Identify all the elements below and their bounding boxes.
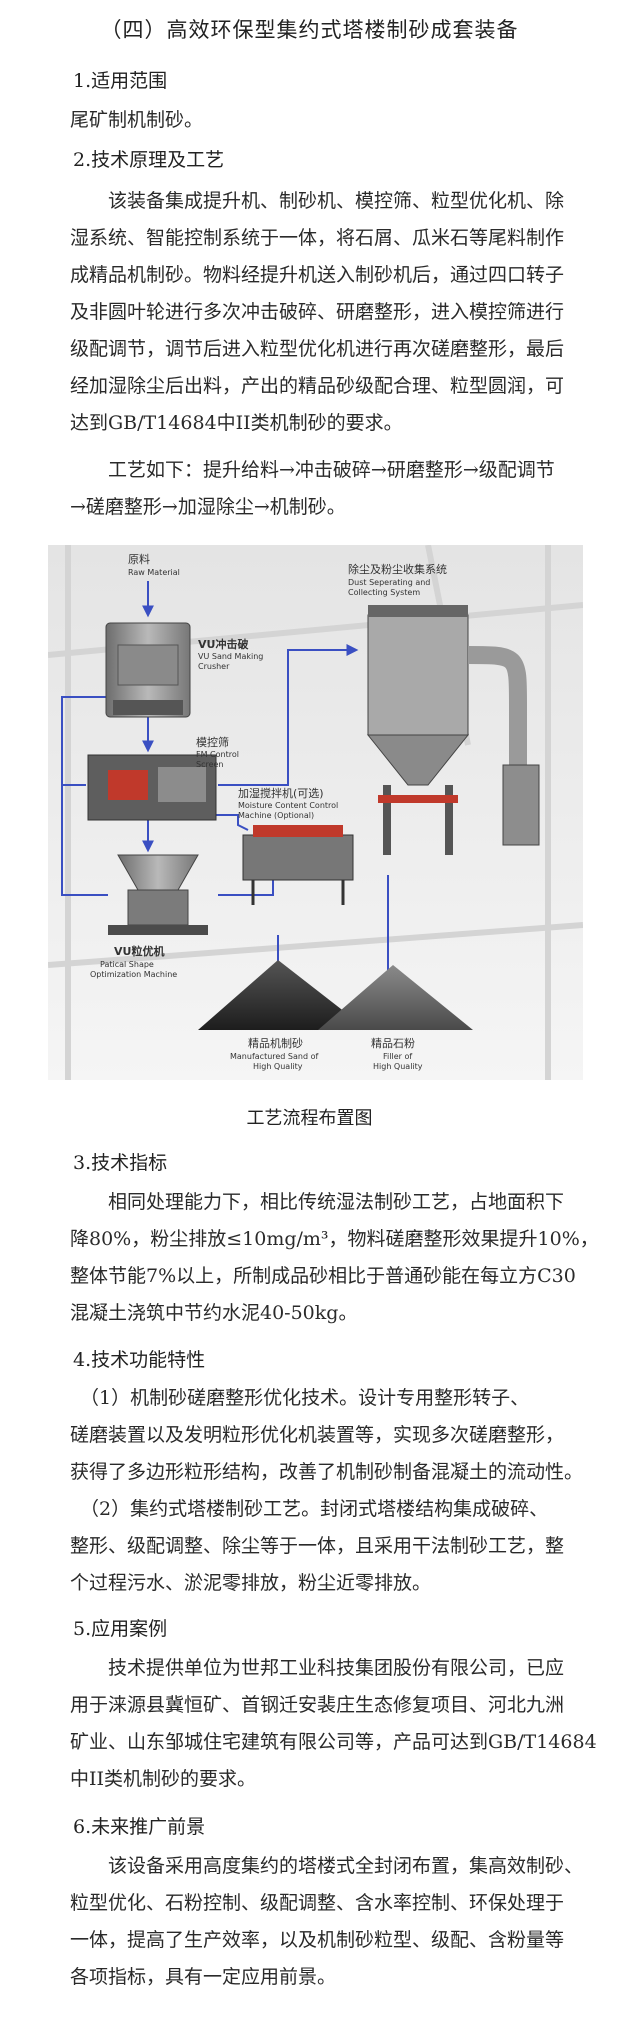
vu-crusher bbox=[105, 622, 191, 718]
text-line: 一体，提高了生产效率，以及机制砂粒型、级配、含粉量等 bbox=[70, 1929, 565, 1951]
text-line: 降80%，粉尘排放≤10mg/m³，物料磋磨整形效果提升10%， bbox=[70, 1228, 599, 1250]
label-fm-cn: 模控筛 bbox=[196, 735, 229, 749]
paragraph-cases: 技术提供单位为世邦工业科技集团股份有限公司，已应 用于涞源县冀恒矿、首钢迁安裴庄… bbox=[70, 1650, 600, 1798]
text-line: 获得了多边形粒形结构，改善了机制砂制备混凝土的流动性。 bbox=[70, 1461, 584, 1483]
vu-optimization-machine bbox=[108, 854, 208, 935]
label-dust-cn: 除尘及粉尘收集系统 bbox=[348, 562, 447, 576]
text-line: 达到GB/T14684中II类机制砂的要求。 bbox=[70, 412, 403, 434]
text-line: （1）机制砂磋磨整形优化技术。设计专用整形转子、 bbox=[80, 1387, 530, 1409]
heading-prospects: 6.未来推广前景 bbox=[73, 1816, 206, 1838]
label-filler-cn: 精品石粉 bbox=[371, 1037, 415, 1050]
label-opt-cn: VU粒优机 bbox=[114, 944, 164, 958]
text-line: 相同处理能力下，相比传统湿法制砂工艺，占地面积下 bbox=[108, 1191, 565, 1213]
fm-screen bbox=[87, 754, 217, 821]
text-line: 湿系统、智能控制系统于一体，将石屑、瓜米石等尾料制作 bbox=[70, 227, 565, 249]
label-raw-en: Raw Material bbox=[128, 568, 180, 577]
heading-cases: 5.应用案例 bbox=[73, 1618, 168, 1640]
label-moist-cn: 加湿搅拌机(可选) bbox=[238, 786, 324, 800]
label-fm-en1: FM Control bbox=[196, 750, 239, 759]
figure-caption: 工艺流程布置图 bbox=[246, 1108, 373, 1129]
text-line: 混凝土浇筑中节约水泥40-50kg。 bbox=[70, 1302, 358, 1324]
text-line: 粒型优化、石粉控制、级配调整、含水率控制、环保处理于 bbox=[70, 1892, 565, 1914]
filler-pile bbox=[318, 965, 473, 1030]
text-line: 级配调节，调节后进入粒型优化机进行再次磋磨整形，最后 bbox=[70, 338, 565, 360]
label-vu-en1: VU Sand Making bbox=[198, 652, 263, 661]
text-line: →磋磨整形→加湿除尘→机制砂。 bbox=[70, 496, 346, 518]
label-dust-en1: Dust Seperating and bbox=[348, 578, 430, 587]
process-flow-diagram: 原料 Raw Material VU冲击破 VU Sand Making Cru… bbox=[48, 545, 583, 1080]
paragraph-scope: 尾矿制机制砂。 bbox=[70, 109, 204, 131]
text-line: 工艺如下：提升给料→冲击破碎→研磨整形→级配调节 bbox=[108, 459, 555, 481]
text-line: 该装备集成提升机、制砂机、模控筛、粒型优化机、除 bbox=[108, 190, 565, 212]
text-line: 各项指标，具有一定应用前景。 bbox=[70, 1966, 337, 1988]
text-line: 个过程污水、淤泥零排放，粉尘近零排放。 bbox=[70, 1572, 432, 1594]
text-line: 经加湿除尘后出料，产出的精品砂级配合理、粒型圆润，可 bbox=[70, 375, 565, 397]
label-dust-en2: Collecting System bbox=[348, 588, 420, 597]
heading-features: 4.技术功能特性 bbox=[73, 1349, 206, 1371]
label-opt-en2: Optimization Machine bbox=[90, 970, 177, 979]
label-vu-en2: Crusher bbox=[198, 662, 230, 671]
text-line: 整形、级配调整、除尘等于一体，且采用干法制砂工艺，整 bbox=[70, 1535, 565, 1557]
figure-labels: 原料 Raw Material VU冲击破 VU Sand Making Cru… bbox=[90, 552, 447, 1071]
text-line: 及非圆叶轮进行多次冲击破碎、研磨整形，进入模控筛进行 bbox=[70, 301, 565, 323]
text-line: 磋磨装置以及发明粒形优化机装置等，实现多次磋磨整形， bbox=[70, 1424, 565, 1446]
sand-pile bbox=[198, 960, 368, 1030]
label-sand-en1: Manufactured Sand of bbox=[230, 1052, 318, 1061]
text-line: 矿业、山东邹城住宅建筑有限公司等，产品可达到GB/T14684 bbox=[70, 1731, 597, 1753]
paragraph-prospects: 该设备采用高度集约的塔楼式全封闭布置，集高效制砂、 粒型优化、石粉控制、级配调整… bbox=[70, 1848, 600, 1996]
text-line: （2）集约式塔楼制砂工艺。封闭式塔楼结构集成破碎、 bbox=[80, 1498, 549, 1520]
label-fm-en2: Screen bbox=[196, 760, 224, 769]
text-line: 用于涞源县冀恒矿、首钢迁安裴庄生态修复项目、河北九洲 bbox=[70, 1694, 565, 1716]
label-opt-en1: Patical Shape bbox=[100, 960, 154, 969]
paragraph-principle: 该装备集成提升机、制砂机、模控筛、粒型优化机、除 湿系统、智能控制系统于一体，将… bbox=[70, 183, 600, 442]
dust-collecting-system bbox=[366, 605, 540, 855]
label-raw-cn: 原料 bbox=[128, 552, 150, 566]
label-filler-en2: High Quality bbox=[373, 1062, 423, 1071]
label-moist-en1: Moisture Content Control bbox=[238, 801, 338, 810]
paragraph-features: （1）机制砂磋磨整形优化技术。设计专用整形转子、 磋磨装置以及发明粒形优化机装置… bbox=[70, 1380, 600, 1602]
text-line: 整体节能7%以上，所制成品砂相比于普通砂能在每立方C30 bbox=[70, 1265, 576, 1287]
text-line: 中II类机制砂的要求。 bbox=[70, 1768, 257, 1790]
heading-scope: 1.适用范围 bbox=[73, 70, 168, 92]
label-sand-en2: High Quality bbox=[253, 1062, 303, 1071]
label-sand-cn: 精品机制砂 bbox=[248, 1036, 303, 1050]
label-filler-en1: Filler of bbox=[383, 1052, 412, 1061]
text-line: 该设备采用高度集约的塔楼式全封闭布置，集高效制砂、 bbox=[108, 1855, 584, 1877]
label-moist-en2: Machine (Optional) bbox=[238, 811, 314, 820]
label-vu-cn: VU冲击破 bbox=[198, 637, 248, 651]
paragraph-process: 工艺如下：提升给料→冲击破碎→研磨整形→级配调节 →磋磨整形→加湿除尘→机制砂。 bbox=[70, 452, 600, 526]
paragraph-indicators: 相同处理能力下，相比传统湿法制砂工艺，占地面积下 降80%，粉尘排放≤10mg/… bbox=[70, 1184, 600, 1332]
text-line: 技术提供单位为世邦工业科技集团股份有限公司，已应 bbox=[108, 1657, 565, 1679]
heading-principle: 2.技术原理及工艺 bbox=[73, 149, 225, 171]
process-flow-figure: 原料 Raw Material VU冲击破 VU Sand Making Cru… bbox=[48, 545, 583, 1080]
moisture-control-machine bbox=[242, 825, 354, 905]
text-line: 成精品机制砂。物料经提升机送入制砂机后，通过四口转子 bbox=[70, 264, 565, 286]
section-title: （四）高效环保型集约式塔楼制砂成套装备 bbox=[100, 18, 519, 42]
heading-indicators: 3.技术指标 bbox=[73, 1152, 168, 1174]
